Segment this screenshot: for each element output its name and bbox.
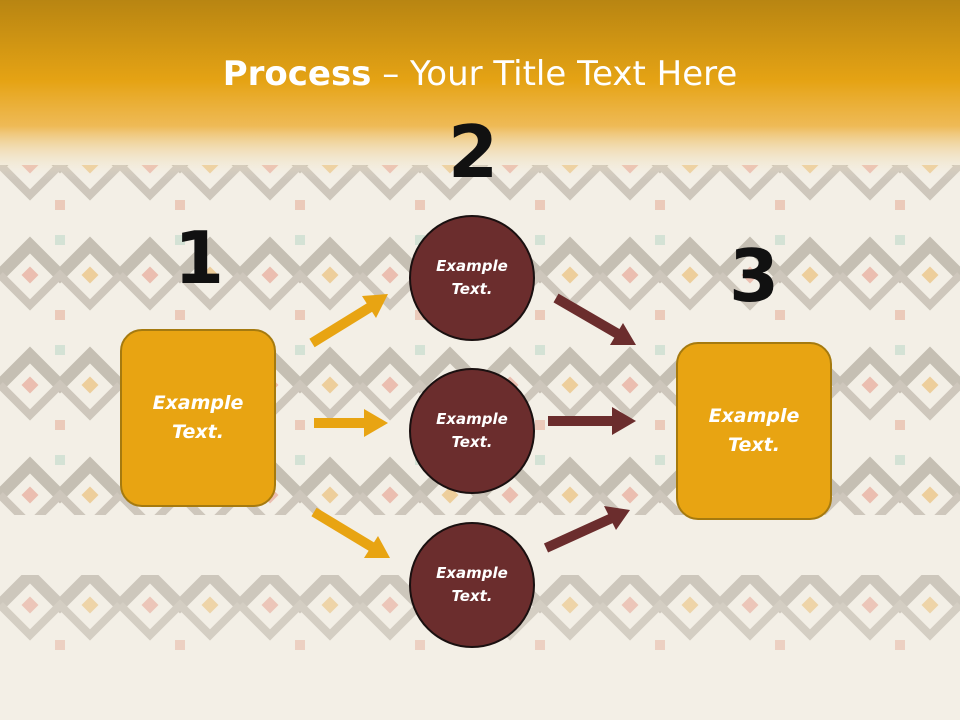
- arrow-middle-to-3: [548, 407, 636, 435]
- step-2-top-label: Example Text.: [436, 257, 508, 298]
- title-bold: Process: [222, 54, 372, 94]
- arrow-1-to-top: [309, 294, 388, 348]
- step-3-label: Example Text.: [708, 405, 800, 456]
- step-2-circle-bottom[interactable]: Example Text.: [409, 522, 535, 648]
- step-2-bottom-label: Example Text.: [436, 564, 508, 605]
- slide-title: Process – Your Title Text Here: [0, 52, 960, 96]
- step-number-2: 2: [447, 110, 499, 194]
- step-number-3: 3: [728, 234, 780, 318]
- title-rest: – Your Title Text Here: [371, 54, 738, 94]
- arrow-top-to-3: [553, 293, 636, 345]
- step-number-1: 1: [173, 216, 225, 300]
- arrow-1-to-bottom: [311, 507, 390, 558]
- step-1-label: Example Text.: [152, 392, 244, 443]
- step-1-box[interactable]: Example Text.: [120, 329, 276, 507]
- step-2-circle-top[interactable]: Example Text.: [409, 215, 535, 341]
- step-2-middle-label: Example Text.: [436, 410, 508, 451]
- arrow-bottom-to-3: [543, 506, 630, 553]
- step-3-box[interactable]: Example Text.: [676, 342, 832, 520]
- arrow-1-to-middle: [314, 409, 388, 437]
- step-2-circle-middle[interactable]: Example Text.: [409, 368, 535, 494]
